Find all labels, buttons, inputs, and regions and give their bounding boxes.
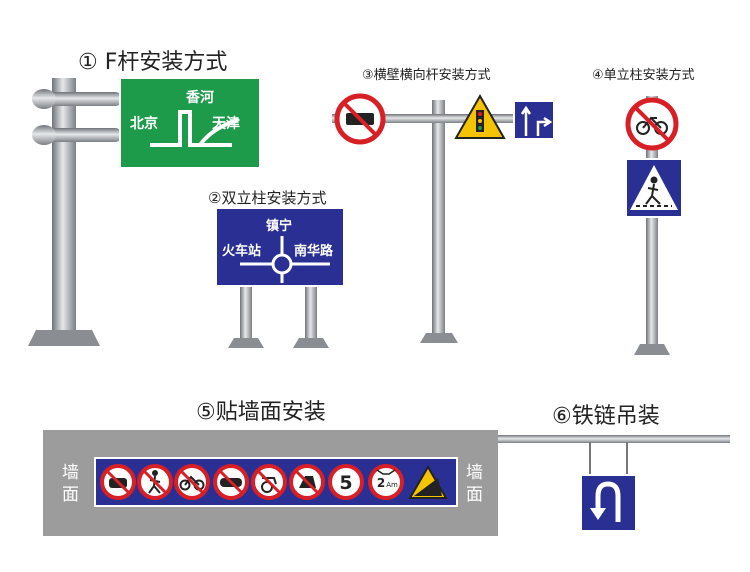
f-pole-group: ① F杆安装方式 香河 北京 天津 [28, 50, 261, 346]
width-limit-icon: 2 Am [368, 464, 404, 500]
no-pedestrian-icon [137, 464, 173, 500]
sign2-right-label: 南华路 [294, 243, 334, 259]
speed-limit-icon: 5 [328, 464, 364, 500]
wall-label-left-2: 面 [62, 485, 79, 505]
slope-warning-icon [408, 465, 448, 499]
sign1-top-label: 香河 [185, 89, 214, 106]
speed-limit-value: 5 [339, 472, 352, 494]
caption-double-pole: ②双立柱安装方式 [208, 189, 326, 207]
sign2-top-label: 镇宁 [266, 218, 292, 234]
route-arrow-icon [150, 110, 232, 147]
double-pole-right [305, 284, 317, 340]
caption-wall-mount: ⑤贴墙面安装 [196, 400, 326, 425]
wall-sign-icons: 5 2 Am [100, 464, 448, 500]
horizontal-arm [332, 114, 532, 123]
width-limit-unit: Am [386, 481, 398, 489]
hanging-arm [498, 435, 730, 443]
sign2-left-label: 火车站 [222, 243, 261, 259]
wall-label-right-1: 墙 [466, 463, 483, 483]
double-pole-left [240, 284, 252, 340]
wall-label-left-1: 墙 [62, 463, 79, 483]
f-pole-base [28, 330, 100, 346]
no-animal-cart-icon [251, 464, 287, 500]
wall-label-right-2: 面 [466, 485, 483, 505]
no-motorcycle-icon [213, 464, 249, 500]
double-pole-group: ②双立柱安装方式 镇宁 火车站 南华路 [208, 189, 345, 348]
wall-mount-group: ⑤贴墙面安装 墙 面 墙 面 [43, 400, 498, 536]
no-tractor-icon [289, 464, 325, 500]
caption-horizontal-arm: ③横壁横向杆安装方式 [362, 67, 491, 83]
caption-chain-hanging: ⑥铁链吊装 [552, 404, 660, 429]
chain-hanging-group: ⑥铁链吊装 [498, 404, 730, 532]
single-pole-group: ④单立柱安装方式 [592, 67, 695, 355]
no-car-icon [100, 464, 136, 500]
width-limit-value: 2 [377, 476, 385, 490]
f-pole [52, 78, 76, 346]
sign1-left-label: 北京 [130, 115, 158, 132]
caption-f-pole: ① F杆安装方式 [78, 50, 227, 75]
no-bicycle-icon [174, 464, 210, 500]
arm-pole [432, 100, 445, 336]
horizontal-arm-group: ③横壁横向杆安装方式 [332, 67, 555, 343]
caption-single-pole: ④单立柱安装方式 [592, 67, 695, 83]
u-turn-icon [595, 481, 621, 522]
